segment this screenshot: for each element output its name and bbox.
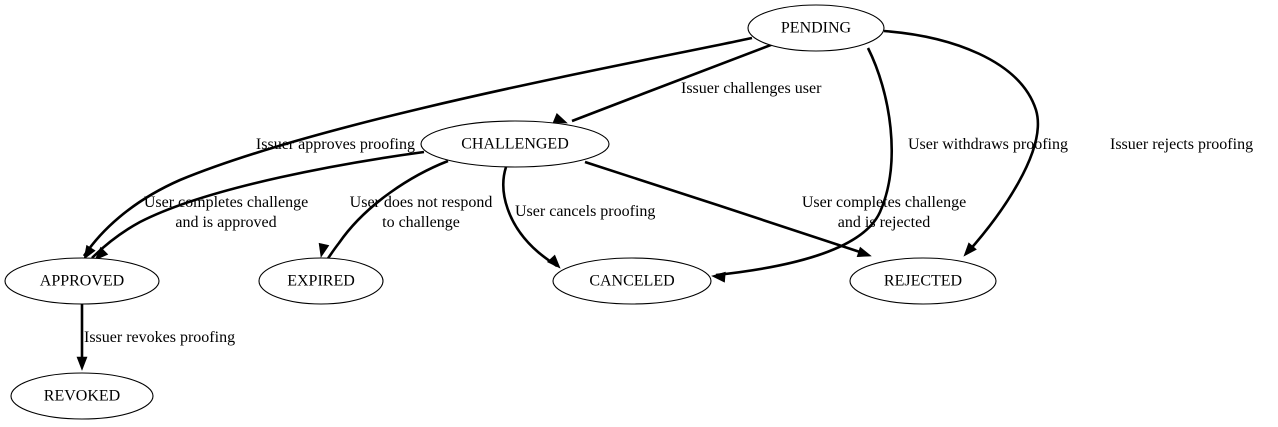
state-node-revoked[interactable]: REVOKED — [10, 372, 154, 420]
node-ellipse-expired — [258, 257, 384, 305]
edge-label-pending-approved: Issuer approves proofing — [256, 136, 415, 153]
arrowhead-pending-approved — [83, 244, 96, 260]
edge-labels-layer: Issuer approves proofing Issuer challenge… — [84, 80, 1253, 346]
edge-label-line: Issuer revokes proofing — [84, 329, 235, 346]
edge-label-line: Issuer approves proofing — [256, 136, 415, 153]
edge-pending-canceled — [715, 47, 893, 277]
arrowhead-approved-revoked — [76, 356, 88, 371]
edge-label-pending-challenged: Issuer challenges user — [681, 80, 822, 97]
node-label-expired: EXPIRED — [287, 273, 355, 290]
state-node-canceled[interactable]: CANCELED — [552, 257, 712, 305]
edges-layer — [76, 29, 1039, 371]
state-node-expired[interactable]: EXPIRED — [258, 257, 384, 305]
edge-label-line: User completes challenge — [144, 194, 308, 211]
edge-pending-approved — [82, 36, 753, 257]
node-label-canceled: CANCELED — [589, 273, 674, 290]
edge-label-line: to challenge — [382, 214, 460, 231]
arrowhead-pending-rejected — [963, 242, 977, 257]
edge-pending-challenged — [571, 41, 777, 123]
node-label-pending: PENDING — [781, 20, 852, 37]
edge-label-line: Issuer challenges user — [681, 80, 822, 97]
edge-label-line: User cancels proofing — [515, 203, 655, 220]
arrowhead-challenged-canceled — [546, 254, 561, 269]
edge-label-line: Issuer rejects proofing — [1110, 136, 1253, 153]
edge-pending-rejected — [883, 29, 1039, 253]
edge-label-pending-rejected: Issuer rejects proofing — [1110, 136, 1253, 153]
arrowhead-challenged-rejected — [856, 246, 872, 258]
edge-label-challenged-expired: User does not respond to challenge — [350, 194, 493, 231]
edge-challenged-rejected — [584, 160, 867, 256]
edge-challenged-approved — [91, 150, 425, 259]
state-node-pending[interactable]: PENDING — [747, 4, 885, 52]
state-node-challenged[interactable]: CHALLENGED — [420, 120, 610, 168]
node-ellipse-canceled — [552, 257, 712, 305]
edge-label-line: and is approved — [175, 214, 276, 231]
arrowhead-pending-canceled — [711, 271, 726, 283]
node-ellipse-challenged — [420, 120, 610, 168]
arrowhead-challenged-expired — [318, 242, 330, 258]
edge-label-approved-revoked: Issuer revokes proofing — [84, 329, 235, 346]
edge-label-line: User does not respond — [350, 194, 493, 211]
edge-label-line: User completes challenge — [802, 194, 966, 211]
nodes-layer: PENDING CHALLENGED APPROVED EXPIRED CANCELED… — [4, 4, 997, 420]
node-label-revoked: REVOKED — [44, 388, 120, 405]
edge-label-challenged-approved: User completes challenge and is approved — [144, 194, 308, 231]
node-ellipse-pending — [747, 4, 885, 52]
edge-label-line: and is rejected — [838, 214, 930, 231]
edge-label-pending-canceled: User withdraws proofing — [908, 136, 1068, 153]
node-label-approved: APPROVED — [40, 273, 124, 290]
edge-label-challenged-canceled: User cancels proofing — [515, 203, 655, 220]
node-ellipse-approved — [4, 257, 160, 305]
arrowhead-pending-challenged — [552, 112, 568, 124]
edge-label-challenged-rejected: User completes challenge and is rejected — [802, 194, 966, 231]
state-node-approved[interactable]: APPROVED — [4, 257, 160, 305]
state-node-rejected[interactable]: REJECTED — [849, 257, 997, 305]
arrowhead-challenged-approved — [94, 246, 109, 261]
node-label-challenged: CHALLENGED — [461, 136, 569, 153]
node-ellipse-rejected — [849, 257, 997, 305]
node-label-rejected: REJECTED — [884, 273, 962, 290]
edge-label-line: User withdraws proofing — [908, 136, 1068, 153]
node-ellipse-revoked — [10, 372, 154, 420]
